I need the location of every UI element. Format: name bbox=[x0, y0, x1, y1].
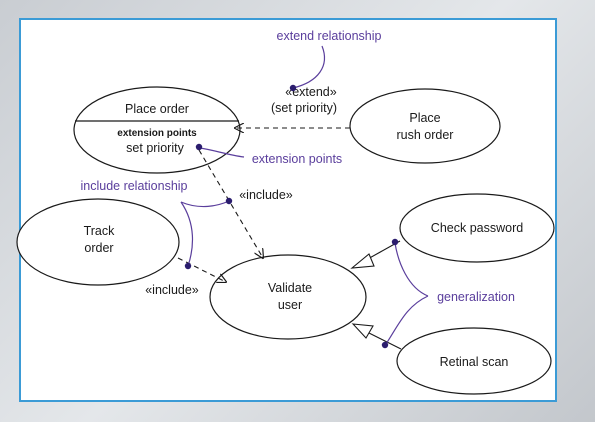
validate-user-line2: user bbox=[278, 298, 302, 312]
track-order-line2: order bbox=[84, 241, 113, 255]
extension-point-set-priority: set priority bbox=[126, 141, 184, 155]
use-case-track-order[interactable]: Track order bbox=[16, 198, 180, 286]
use-case-place-order[interactable]: Place order extension points set priorit… bbox=[73, 86, 241, 174]
callout-include-2 bbox=[180, 201, 194, 267]
extend-stereotype-label: «extend» bbox=[285, 85, 336, 99]
include-stereotype-2: «include» bbox=[145, 283, 199, 297]
callout-generalization-2 bbox=[385, 295, 429, 345]
validate-user-ellipse bbox=[209, 254, 367, 340]
include-stereotype-1: «include» bbox=[239, 188, 293, 202]
use-case-check-password[interactable]: Check password bbox=[399, 193, 555, 263]
callout-dot-include-1 bbox=[225, 197, 233, 205]
callout-dot-extend bbox=[289, 84, 297, 92]
callout-dot-extension-points bbox=[195, 143, 203, 151]
track-order-line1: Track bbox=[84, 224, 116, 238]
callout-dot-generalization-2 bbox=[381, 341, 389, 349]
callout-extend-relationship bbox=[292, 45, 326, 89]
place-order-title: Place order bbox=[125, 102, 189, 116]
place-rush-order-line2: rush order bbox=[397, 128, 454, 142]
callout-dot-generalization-1 bbox=[391, 238, 399, 246]
check-password-label: Check password bbox=[431, 221, 523, 235]
validate-user-line1: Validate bbox=[268, 281, 312, 295]
callout-generalization-1 bbox=[394, 242, 429, 297]
include-arrow-place-order bbox=[198, 149, 263, 258]
retinal-scan-label: Retinal scan bbox=[440, 355, 509, 369]
extend-condition-label: (set priority) bbox=[271, 101, 337, 115]
generalization-line-retinal-scan bbox=[366, 331, 402, 350]
callout-extension-points bbox=[199, 147, 245, 158]
place-rush-order-ellipse bbox=[349, 88, 501, 164]
generalization-arrowhead-check-password bbox=[350, 253, 375, 269]
annotation-extend-relationship: extend relationship bbox=[277, 29, 382, 43]
annotation-extension-points: extension points bbox=[252, 152, 342, 166]
annotation-generalization: generalization bbox=[437, 290, 515, 304]
check-password-ellipse bbox=[399, 193, 555, 263]
annotation-include-relationship: include relationship bbox=[80, 179, 187, 193]
track-order-ellipse bbox=[16, 198, 180, 286]
retinal-scan-ellipse bbox=[396, 327, 552, 395]
generalization-arrowhead-retinal-scan bbox=[351, 323, 374, 339]
extension-points-header: extension points bbox=[117, 128, 197, 139]
use-case-place-rush-order[interactable]: Place rush order bbox=[349, 88, 501, 164]
callout-include-1 bbox=[180, 200, 230, 208]
include-arrow-track-order bbox=[177, 257, 226, 282]
use-case-retinal-scan[interactable]: Retinal scan bbox=[396, 327, 552, 395]
callout-dot-include-2 bbox=[184, 262, 192, 270]
use-case-validate-user[interactable]: Validate user bbox=[209, 254, 367, 340]
place-rush-order-line1: Place bbox=[409, 111, 440, 125]
